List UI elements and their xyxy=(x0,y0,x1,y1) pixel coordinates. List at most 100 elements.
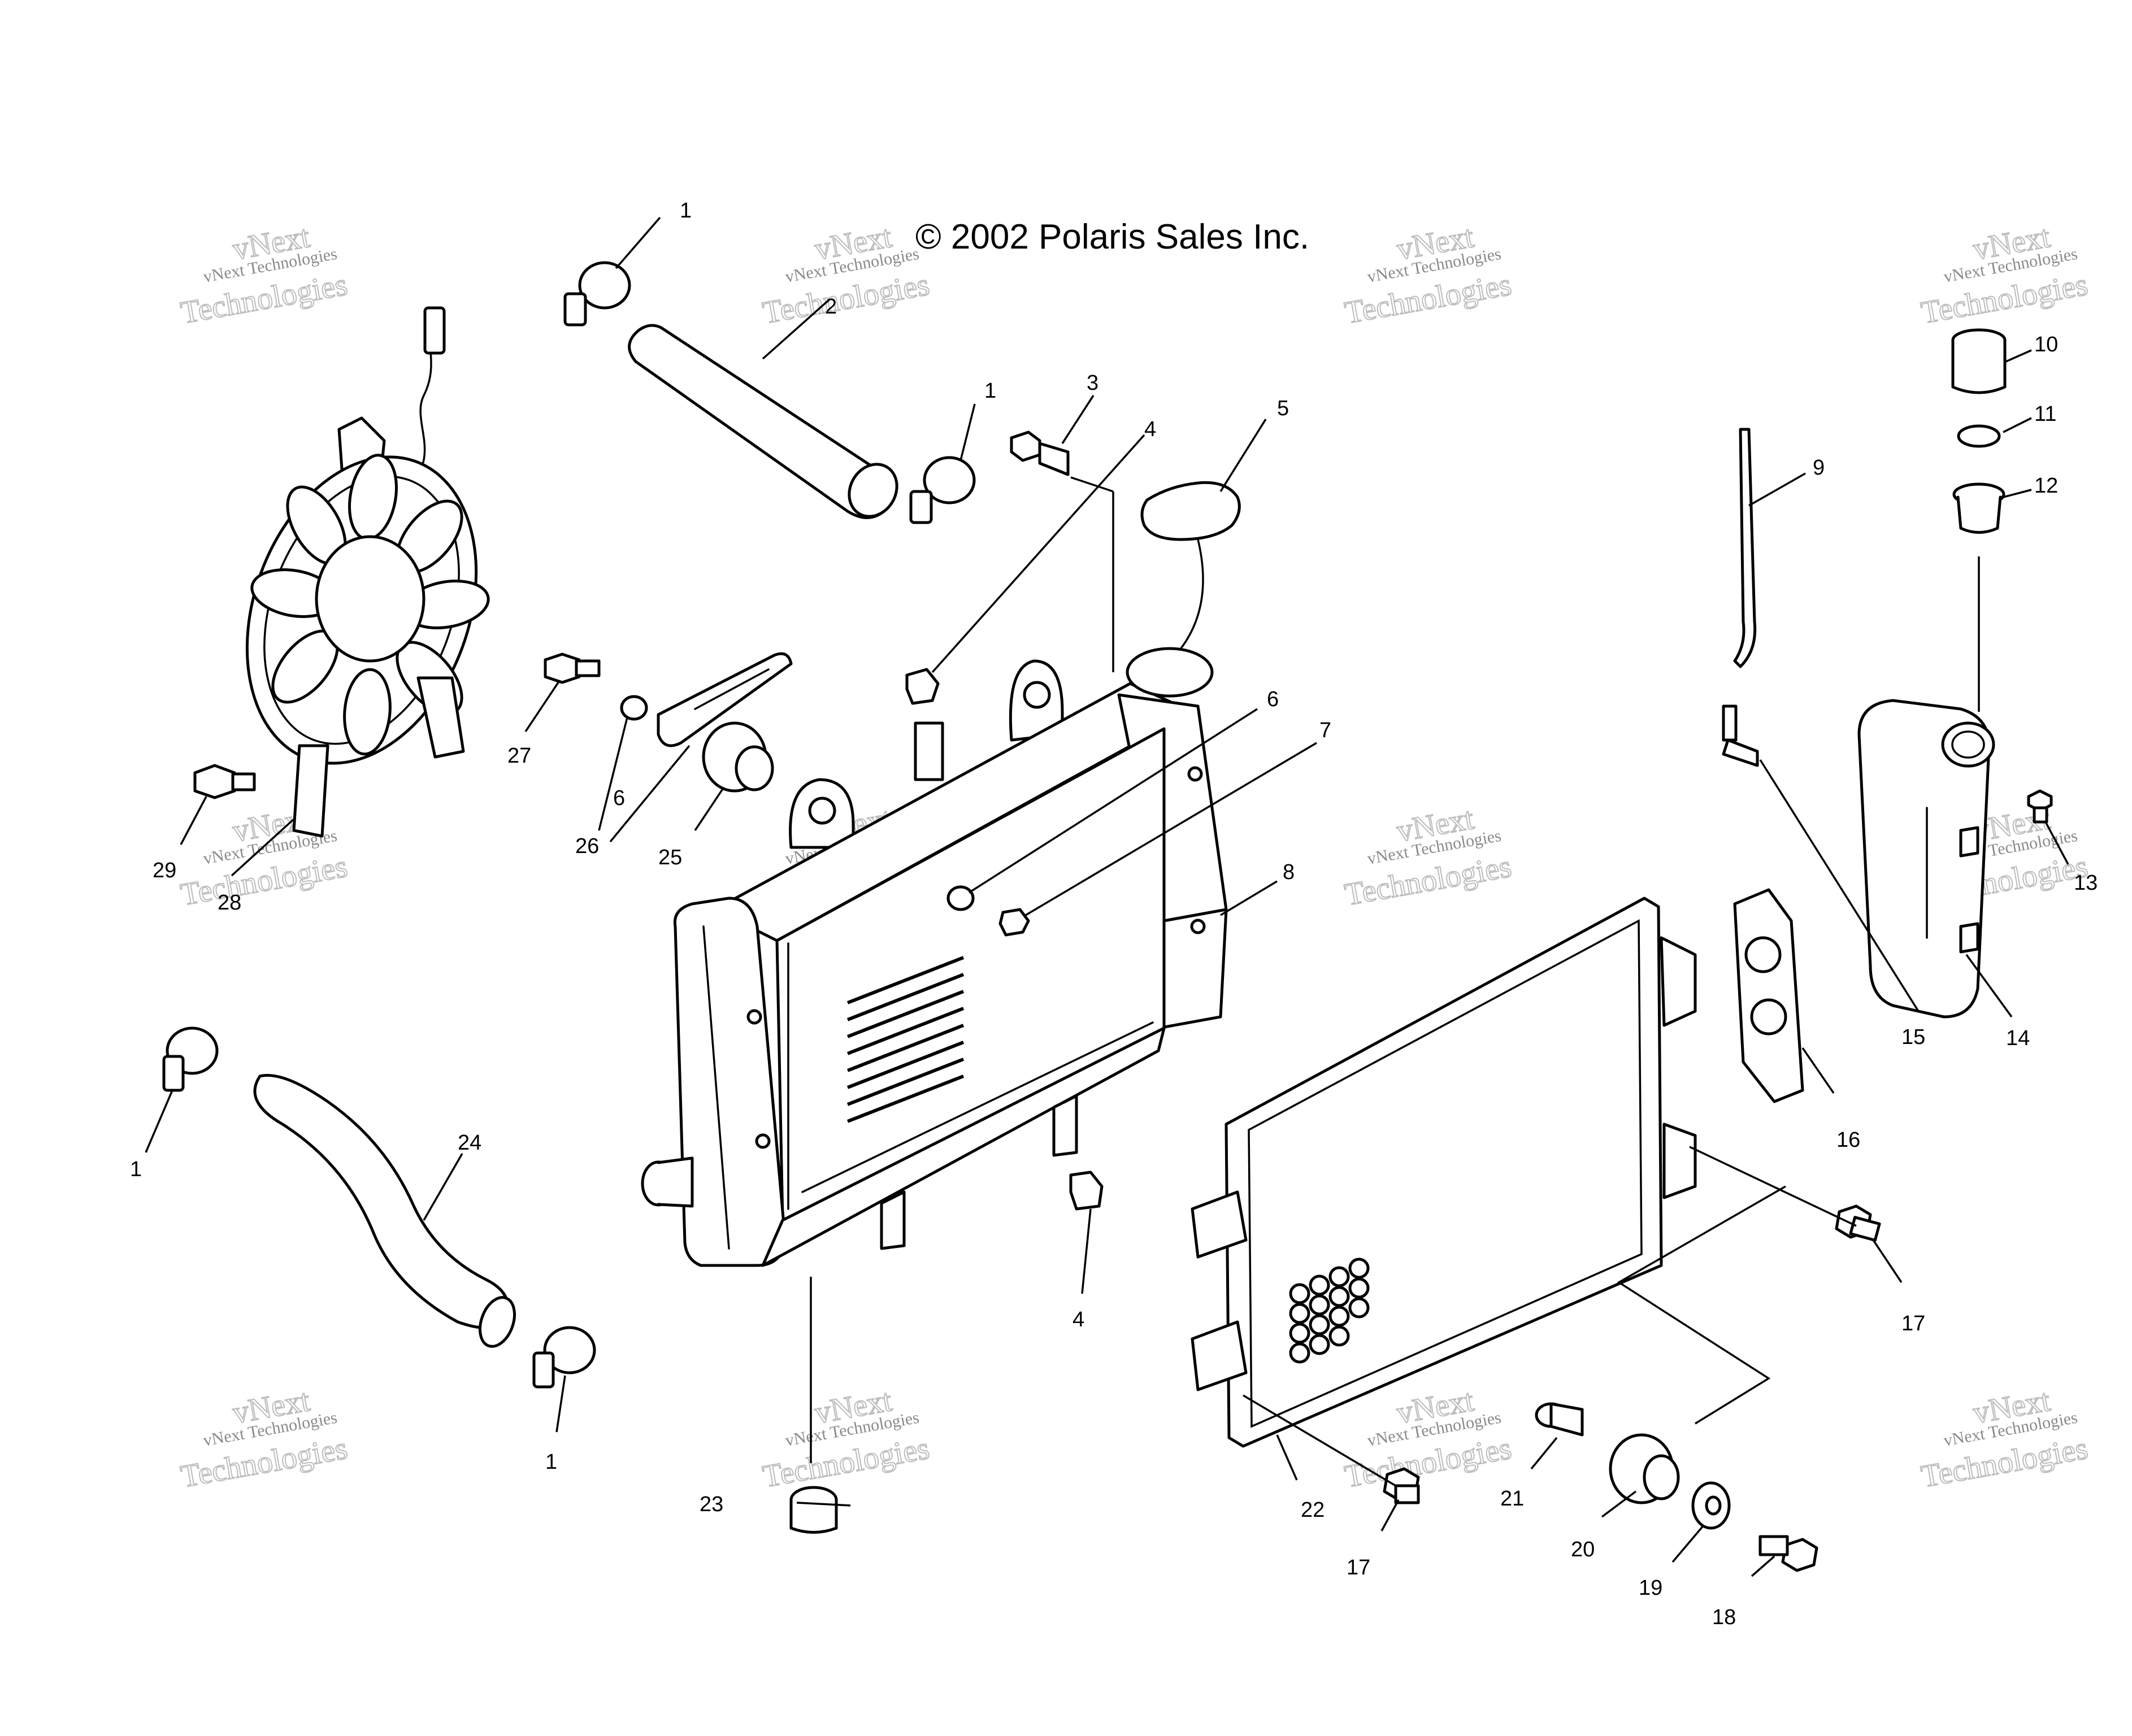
watermark: vNext vNext Technologies Technologies xyxy=(759,1382,932,1495)
grommet-25 xyxy=(702,721,774,793)
copyright-text: © 2002 Polaris Sales Inc. xyxy=(915,217,1309,256)
bracket-26 xyxy=(657,652,793,747)
drain-plug-23 xyxy=(789,1486,838,1534)
radiator-filler-neck xyxy=(1126,647,1214,698)
radiator-end-tank xyxy=(673,897,787,1267)
callout-label: 21 xyxy=(1500,1487,1524,1511)
callout-label: 8 xyxy=(1283,860,1295,884)
callout-label: 5 xyxy=(1277,397,1289,420)
callout-label: 17 xyxy=(1347,1556,1370,1580)
bolt-18 xyxy=(1758,1535,1818,1572)
bolt-17-bottom xyxy=(1383,1467,1420,1504)
callout-label: 27 xyxy=(507,744,531,768)
temperature-sensor-3 xyxy=(1010,430,1070,476)
callout-label: 6 xyxy=(613,786,625,810)
gasket-plate-16 xyxy=(1733,888,1804,1103)
callout-label: 19 xyxy=(1639,1576,1662,1600)
callout-label: 18 xyxy=(1712,1606,1736,1629)
callout-label: 9 xyxy=(1813,456,1825,480)
nut-7 xyxy=(998,908,1030,937)
callout-label: 25 xyxy=(658,846,682,869)
reservoir-neck-12 xyxy=(1952,482,2005,534)
bolt-27 xyxy=(544,652,601,684)
fan-mount-bottom xyxy=(292,744,329,838)
hose-clamp-1-left xyxy=(162,1026,219,1092)
cooler-mount xyxy=(1662,1122,1697,1199)
callout-label: 1 xyxy=(680,199,692,223)
watermark: vNext vNext Technologies Technologies xyxy=(177,219,350,332)
callout-label: 12 xyxy=(2034,474,2058,498)
callout-label: 11 xyxy=(2034,402,2056,426)
callout-label: 23 xyxy=(700,1493,723,1516)
callout-label: 7 xyxy=(1319,719,1331,742)
watermark: vNext vNext Technologies Technologies xyxy=(1918,219,2091,332)
watermark: vNext vNext Technologies Technologies xyxy=(1341,219,1514,332)
callout-label: 3 xyxy=(1087,371,1098,395)
callout-label: 1 xyxy=(984,379,996,403)
callout-label: 20 xyxy=(1571,1538,1595,1561)
callout-label: 10 xyxy=(2034,333,2058,356)
callout-labels: 1 2 1 3 4 5 6 7 8 9 10 11 12 13 14 15 16… xyxy=(130,199,2098,1629)
cap-leader-curve xyxy=(1174,538,1204,656)
callout-label: 1 xyxy=(545,1450,557,1474)
callout-label: 6 xyxy=(1267,688,1279,711)
callout-label: 29 xyxy=(153,859,176,882)
lower-hose-24 xyxy=(253,1073,516,1348)
radiator-bottom-rail xyxy=(761,1026,1166,1267)
leader-lines xyxy=(145,216,2069,1577)
callout-label: 16 xyxy=(1836,1128,1860,1152)
hose-clamp-1-top xyxy=(563,261,631,327)
callout-label: 1 xyxy=(130,1158,142,1181)
cooler-mount xyxy=(1191,1190,1248,1259)
coolant-reservoir-14 xyxy=(1857,699,1995,1019)
callout-label: 22 xyxy=(1301,1498,1325,1522)
radiator-cap-5 xyxy=(1140,481,1241,541)
hose-clamp-1-mid xyxy=(909,456,976,524)
upper-hose-2 xyxy=(628,324,898,519)
fan-connector xyxy=(423,306,446,355)
callout-label: 28 xyxy=(218,891,241,915)
watermark: vNext vNext Technologies Technologies xyxy=(1341,800,1514,913)
screw-13 xyxy=(2027,789,2053,824)
clip-4-bottom xyxy=(1069,1171,1104,1211)
watermark: vNext vNext Technologies Technologies xyxy=(759,219,932,332)
leader-bracket xyxy=(1617,1185,1786,1425)
cooler-frame xyxy=(1225,897,1663,1448)
callout-label: 4 xyxy=(1144,417,1156,441)
watermark: vNext vNext Technologies Technologies xyxy=(1918,1382,2091,1495)
grommet-20 xyxy=(1609,1433,1680,1504)
cooler-mount xyxy=(1660,936,1697,1027)
callout-label: 17 xyxy=(1901,1312,1925,1335)
radiator-core-mesh xyxy=(846,956,965,1123)
callout-label: 14 xyxy=(2006,1026,2030,1050)
washer-19 xyxy=(1691,1481,1731,1530)
radiator-bracket xyxy=(914,721,944,781)
cooler-22 xyxy=(1191,897,1697,1448)
washer-6-left xyxy=(620,695,648,721)
callout-label: 24 xyxy=(458,1131,481,1155)
watermark: vNext vNext Technologies Technologies xyxy=(177,1382,350,1495)
fitting-15 xyxy=(1722,704,1759,767)
overflow-tube-9 xyxy=(1733,428,1757,668)
radiator-8 xyxy=(641,647,1228,1267)
clip-4-top xyxy=(905,668,940,705)
cooler-mount xyxy=(1191,1320,1248,1391)
callout-label: 15 xyxy=(1901,1025,1925,1049)
callout-label: 26 xyxy=(575,834,599,858)
hose-clamp-1-bottom xyxy=(532,1326,596,1389)
cooler-mesh xyxy=(1289,1258,1370,1364)
bolt-29 xyxy=(193,764,256,799)
callout-label: 13 xyxy=(2074,871,2098,895)
cooling-fan-assembly xyxy=(245,306,490,838)
fan-mount-right xyxy=(416,676,465,759)
washer-6-right xyxy=(946,885,975,911)
sleeve-21 xyxy=(1535,1402,1584,1437)
callout-label: 4 xyxy=(1072,1308,1084,1332)
reservoir-cap-10 xyxy=(1951,328,2007,394)
callout-label: 2 xyxy=(825,295,837,319)
fan-hub xyxy=(315,535,425,663)
bolt-17-right xyxy=(1835,1204,1881,1242)
leader-line xyxy=(1070,476,1114,493)
o-ring-11 xyxy=(1957,424,2001,448)
